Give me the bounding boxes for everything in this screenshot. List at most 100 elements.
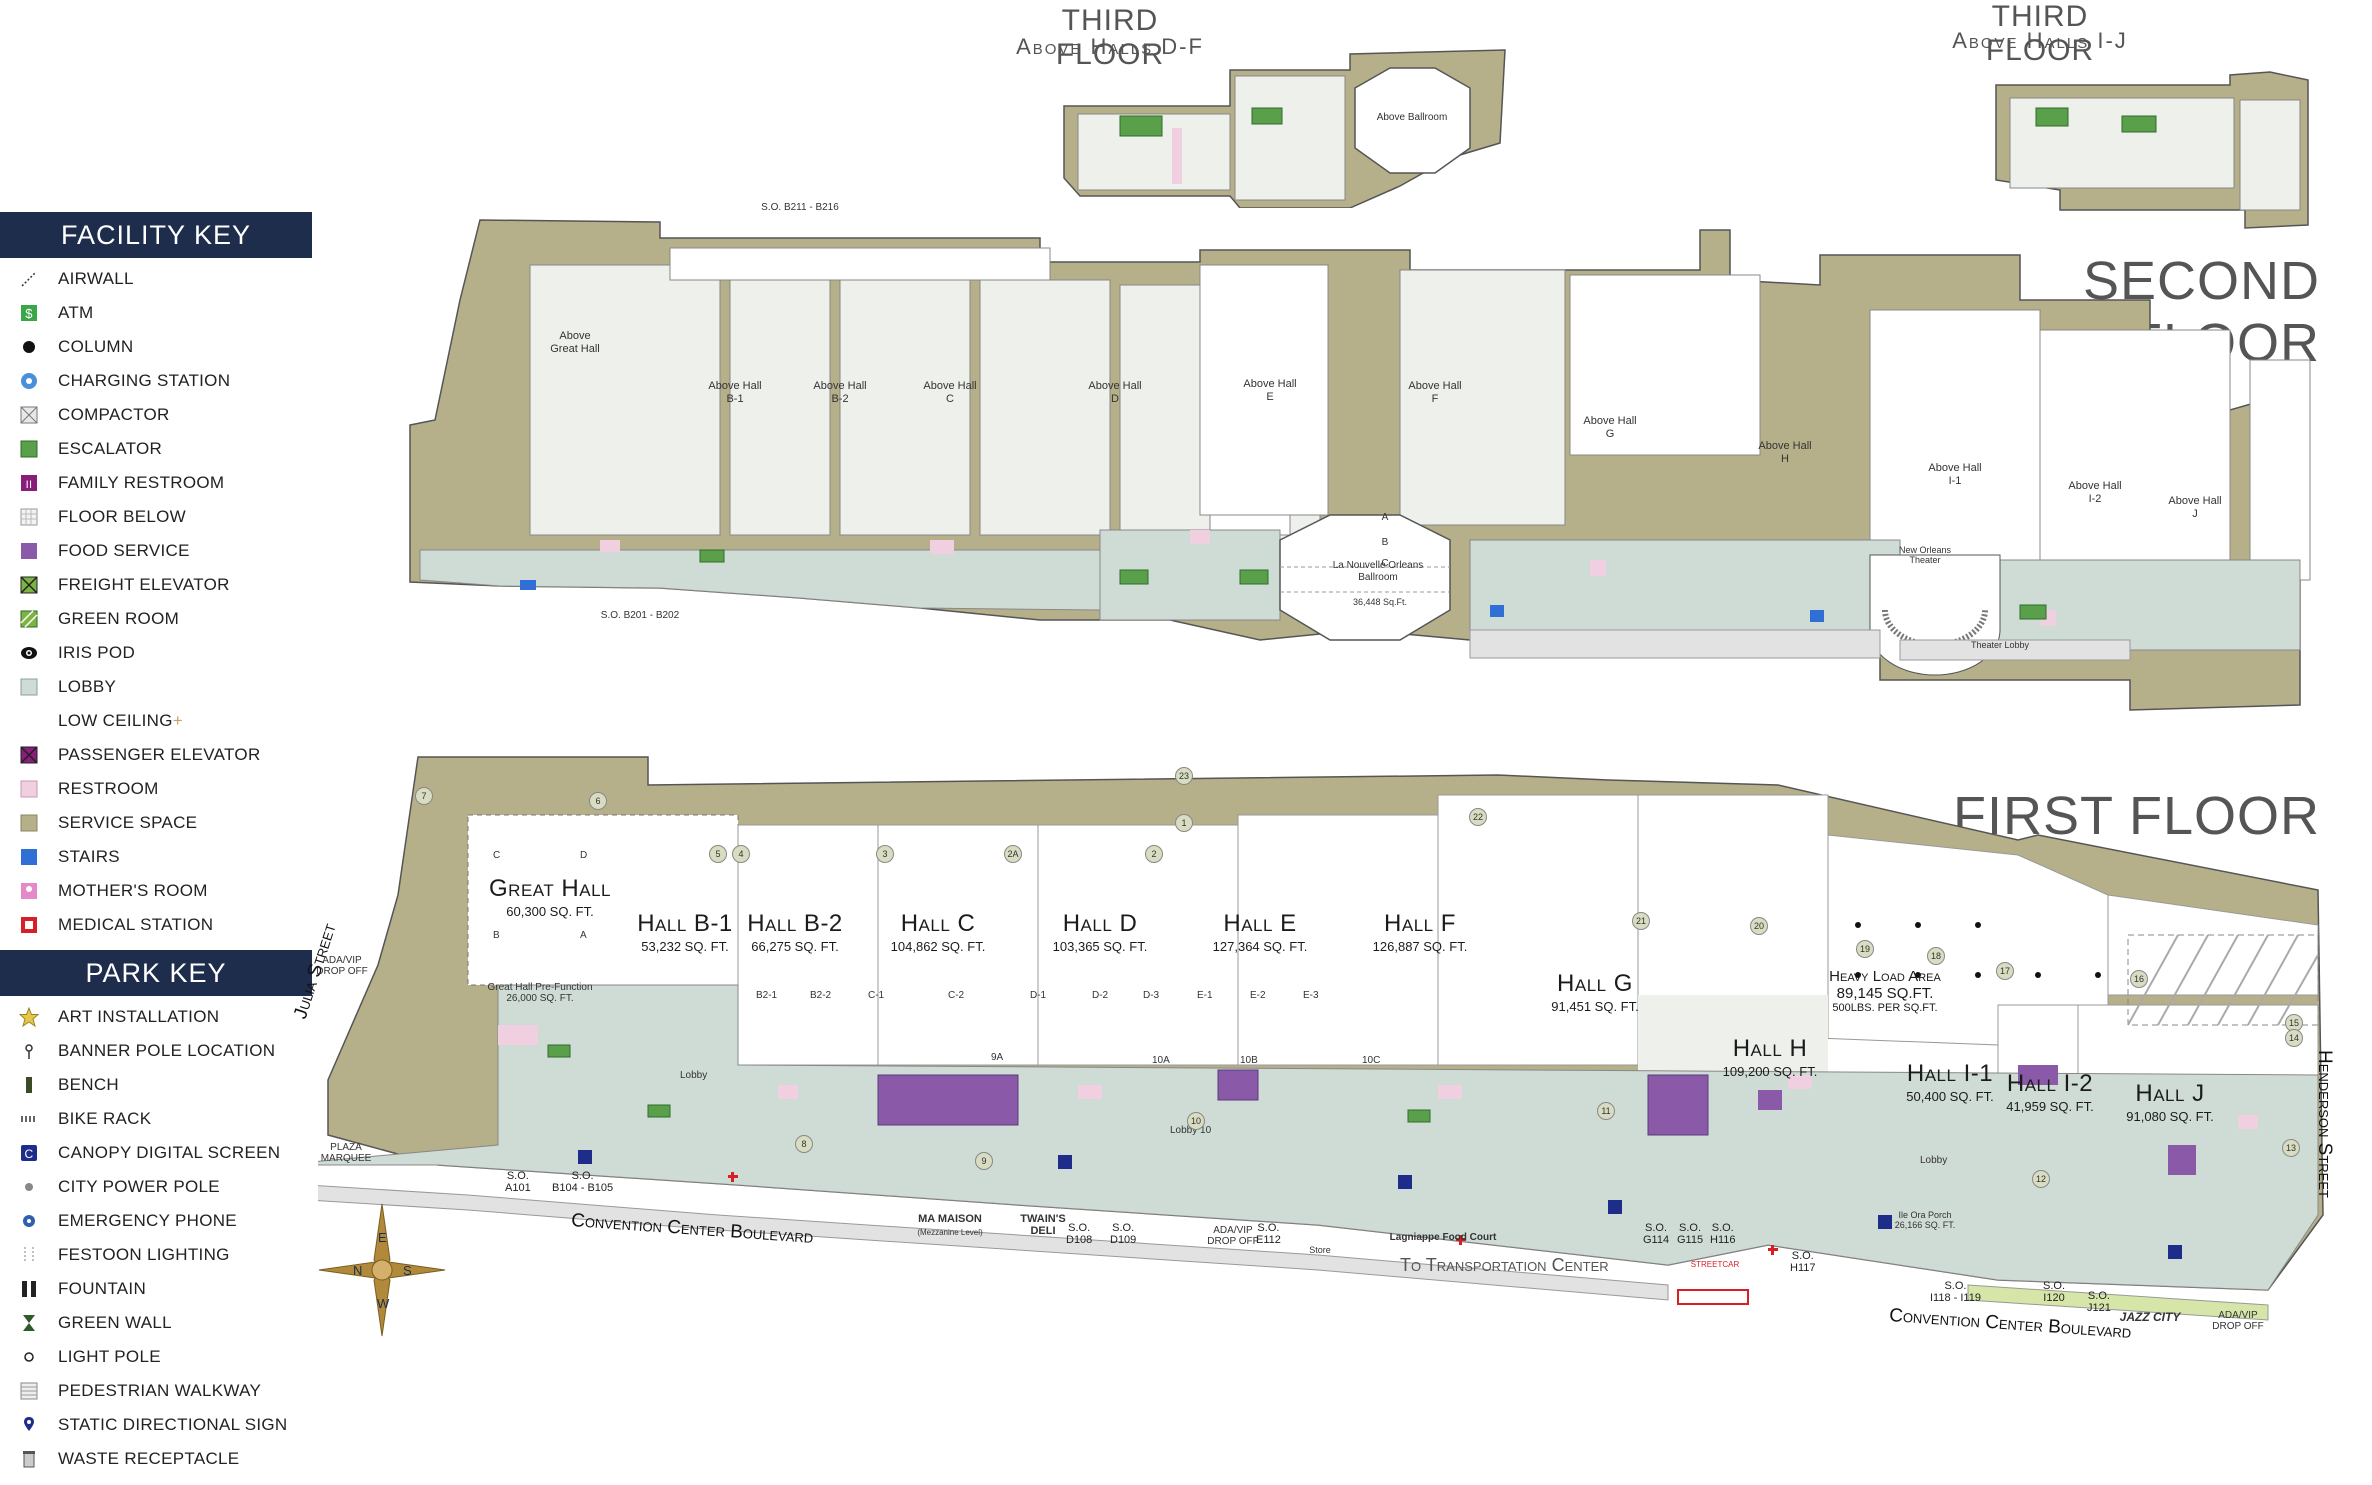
- so-i118: S.O.I118 - I119: [1930, 1280, 1981, 1304]
- atm-icon: $: [18, 302, 40, 324]
- hall-i2-sqft: 41,959 SQ. FT.: [2006, 1099, 2094, 1114]
- prefunction-sqft: 26,000 SQ. FT.: [506, 993, 574, 1004]
- facility-key-item: LOBBY: [0, 670, 312, 704]
- lobby-icon: [18, 676, 40, 698]
- compass-rose: N S E W: [318, 1203, 446, 1337]
- so-line1: S.O.: [1645, 1222, 1668, 1234]
- door-number-marker: 11: [1597, 1102, 1615, 1120]
- second-area-e-label: Above Hall E: [1243, 378, 1297, 403]
- column-icon: [18, 336, 40, 358]
- park-key-header: PARK KEY: [0, 950, 312, 996]
- door-number-marker: 17: [1996, 962, 2014, 980]
- ila-porch-sqft: 26,166 SQ. FT.: [1894, 1220, 1956, 1230]
- door-number-marker: 16: [2130, 970, 2148, 988]
- hall-h-sqft: 109,200 SQ. FT.: [1722, 1064, 1818, 1079]
- door-number-marker: 2: [1145, 845, 1163, 863]
- park-key-label: EMERGENCY PHONE: [58, 1211, 237, 1230]
- so-line2: H117: [1790, 1262, 1816, 1274]
- section-e-1: E-1: [1197, 990, 1213, 1001]
- so-line1: S.O.: [1068, 1222, 1091, 1234]
- so-line1: S.O.: [2087, 1290, 2110, 1302]
- hall-d-name: Hall D: [1062, 910, 1138, 937]
- second-area-g-label: Above Hall G: [1583, 415, 1637, 440]
- facility-key-label: IRIS POD: [58, 643, 136, 662]
- facility-key-label: CHARGING STATION: [58, 371, 231, 390]
- great-hall-section-b: B: [493, 930, 500, 941]
- drop-off-middle-label: ADA/VIP DROP OFF: [1207, 1225, 1259, 1247]
- third-floor-df-subtitle: Above Halls D-F: [1016, 34, 1204, 59]
- facility-key-item: ESCALATOR: [0, 432, 312, 466]
- facility-key-item: CHARGING STATION: [0, 364, 312, 398]
- so-g115: S.O.G115: [1677, 1222, 1703, 1246]
- facility-key-label: LOBBY: [58, 677, 117, 696]
- facility-key-label: ATM: [58, 303, 94, 322]
- heavy-load-capacity: 500LBS. PER SQ.FT.: [1832, 1002, 1938, 1014]
- pedestrian-walkway-icon: [18, 1380, 40, 1402]
- food-service-icon: [18, 540, 40, 562]
- restroom-icon: [18, 778, 40, 800]
- lobby-label-1: Lobby: [680, 1070, 708, 1081]
- great-hall-sqft: 60,300 SQ. FT.: [506, 904, 594, 919]
- park-key-item: EMERGENCY PHONE: [0, 1204, 312, 1238]
- park-key-label: STATIC DIRECTIONAL SIGN: [58, 1415, 288, 1434]
- so-line2: H116: [1710, 1234, 1736, 1246]
- facility-key-label: PASSENGER ELEVATOR: [58, 745, 261, 764]
- section-10b: 10B: [1240, 1055, 1258, 1066]
- hall-b1-name: Hall B-1: [637, 910, 733, 937]
- door-number-marker: 9: [975, 1152, 993, 1170]
- svg-text:C: C: [25, 1147, 34, 1161]
- facility-key-label: GREEN ROOM: [58, 609, 180, 628]
- door-number-marker: 10: [1187, 1112, 1205, 1130]
- so-line1: S.O.: [1112, 1222, 1135, 1234]
- heavy-load-label: Heavy Load Area 89,145 SQ.FT. 500LBS. PE…: [1800, 968, 1970, 1014]
- facility-key-item: SERVICE SPACE: [0, 806, 312, 840]
- so-line1: S.O.: [2043, 1280, 2066, 1292]
- hall-c-name: Hall C: [900, 910, 976, 937]
- emergency-phone-icon: [18, 1210, 40, 1232]
- jazz-city-label: JAZZ CITY: [2119, 1310, 2181, 1324]
- park-key-label: CITY POWER POLE: [58, 1177, 220, 1196]
- great-hall-name: Great Hall: [489, 875, 611, 902]
- city-power-pole-icon: [18, 1176, 40, 1198]
- facility-key-item: FLOOR BELOW: [0, 500, 312, 534]
- park-key-item: ART INSTALLATION: [0, 1000, 312, 1034]
- section-d-3: D-3: [1143, 990, 1160, 1001]
- so-d108: S.O.D108: [1066, 1222, 1092, 1246]
- so-line2: A101: [505, 1182, 531, 1194]
- ma-maison-sub-label: (Mezzanine Level): [917, 1228, 983, 1237]
- family-restroom-icon: ii: [18, 472, 40, 494]
- great-hall-section-d: D: [580, 850, 588, 861]
- freight-elevator-icon: [18, 574, 40, 596]
- heavy-load-name: Heavy Load Area: [1829, 968, 1941, 985]
- third-floor-df-title: THIRD FLOOR: [1055, 4, 1165, 71]
- drop-off-left-label: ADA/VIP DROP OFF: [316, 955, 368, 977]
- park-key-label: BIKE RACK: [58, 1109, 152, 1128]
- so-b104: S.O.B104 - B105: [552, 1170, 613, 1194]
- so-line1: S.O.: [1944, 1280, 1967, 1292]
- hall-e-sqft: 127,364 SQ. FT.: [1212, 939, 1308, 954]
- heavy-load-sqft: 89,145 SQ.FT.: [1836, 985, 1934, 1002]
- svg-text:$: $: [25, 306, 33, 321]
- canopy-digital-screen-icon: C: [18, 1142, 40, 1164]
- green-room-icon: [18, 608, 40, 630]
- park-key-item: GREEN WALL: [0, 1306, 312, 1340]
- door-number-marker: 8: [795, 1135, 813, 1153]
- so-line2: D109: [1110, 1234, 1137, 1246]
- so-line1: S.O.: [1679, 1222, 1702, 1234]
- facility-key-item: COMPACTOR: [0, 398, 312, 432]
- second-area-i2-label: Above Hall I-2: [2068, 480, 2122, 505]
- door-number-marker: 4: [732, 845, 750, 863]
- airwall-icon: [18, 268, 40, 290]
- low-ceiling-plus-icon: +: [172, 711, 183, 730]
- theater-label: New Orleans Theater: [1898, 545, 1952, 565]
- door-number-marker: 7: [415, 787, 433, 805]
- mothers-room-icon: [18, 880, 40, 902]
- so-h117: S.O.H117: [1790, 1250, 1815, 1274]
- so-h116: S.O.H116: [1710, 1222, 1735, 1246]
